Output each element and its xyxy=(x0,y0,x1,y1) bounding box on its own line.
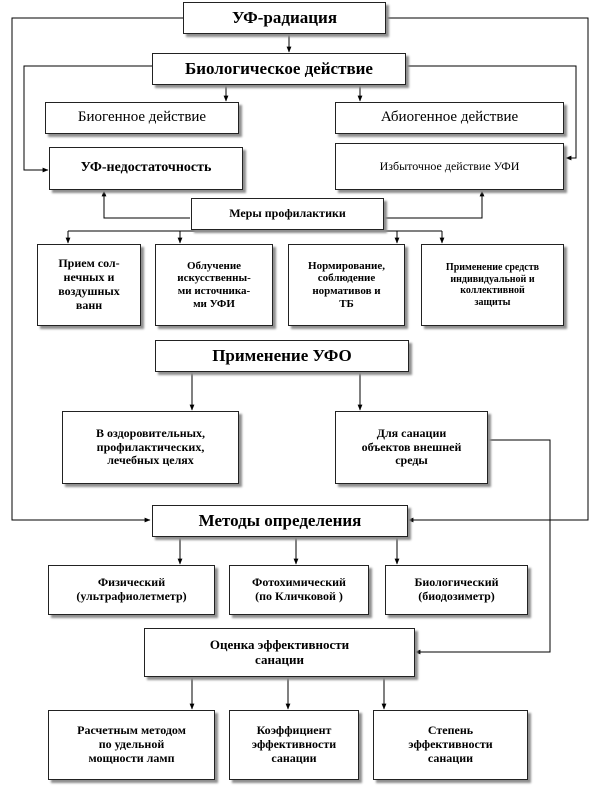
node-protection-means: Применение средств индивидуальной и колл… xyxy=(421,244,564,326)
node-calc-method: Расчетным методом по удельной мощности л… xyxy=(48,710,215,780)
node-regulation-label: Нормирование, соблюдение нормативов и ТБ xyxy=(308,259,385,310)
node-calc-method-label: Расчетным методом по удельной мощности л… xyxy=(77,723,186,765)
node-excess-uv-label: Избыточное действие УФИ xyxy=(379,158,520,173)
node-uv-deficiency: УФ-недостаточность xyxy=(49,147,243,190)
node-sanitation-label: Для санации объектов внешней среды xyxy=(361,425,462,468)
link-bio-to-deficiency xyxy=(23,65,152,173)
node-efficiency-label: Оценка эффективности санации xyxy=(209,636,350,667)
node-biological-action: Биологическое действие xyxy=(152,53,406,85)
node-uv-deficiency-label: УФ-недостаточность xyxy=(80,160,212,176)
node-biogenic-action: Биогенное действие xyxy=(45,102,239,134)
link-bio-to-excess xyxy=(406,65,577,161)
node-coefficient-label: Коэффициент эффективности санации xyxy=(251,723,337,765)
node-physical: Физический (ультрафиолетметр) xyxy=(48,565,215,615)
node-biological-label: Биологический (биодозиметр) xyxy=(414,575,499,603)
node-artificial-sources: Облучение искусственны- ми источника- ми… xyxy=(155,244,273,326)
node-uv-application-label: Применение УФО xyxy=(212,346,352,366)
node-degree-label: Степень эффективности санации xyxy=(408,723,493,765)
node-physical-label: Физический (ультрафиолетметр) xyxy=(76,575,187,603)
node-uv-radiation-label: УФ-радиация xyxy=(231,8,338,28)
link-sanitation-to-efficiency xyxy=(414,439,551,655)
node-artificial-sources-label: Облучение искусственны- ми источника- ми… xyxy=(177,259,251,310)
node-prevention-label: Меры профилактики xyxy=(229,206,346,221)
node-biological-action-label: Биологическое действие xyxy=(185,59,373,79)
node-uv-radiation: УФ-радиация xyxy=(183,2,386,34)
node-sanitation: Для санации объектов внешней среды xyxy=(335,411,488,484)
node-methods: Методы определения xyxy=(152,505,408,537)
link-prevention-to-deficiency xyxy=(101,190,190,219)
link-uv-to-methods-left xyxy=(11,17,183,523)
link-uv-to-methods-right xyxy=(386,17,589,523)
node-efficiency: Оценка эффективности санации xyxy=(144,628,415,677)
node-methods-label: Методы определения xyxy=(198,511,362,531)
node-biogenic-action-label: Биогенное действие xyxy=(77,109,207,126)
node-uv-application: Применение УФО xyxy=(155,340,409,372)
node-biological: Биологический (биодозиметр) xyxy=(385,565,528,615)
node-abiogenic-action: Абиогенное действие xyxy=(335,102,564,134)
node-photochemical: Фотохимический (по Кличковой ) xyxy=(229,565,369,615)
node-protection-means-label: Применение средств индивидуальной и колл… xyxy=(445,262,540,308)
node-coefficient: Коэффициент эффективности санации xyxy=(229,710,359,780)
node-sun-air-baths: Прием сол- нечных и воздушных ванн xyxy=(37,244,141,326)
node-regulation: Нормирование, соблюдение нормативов и ТБ xyxy=(288,244,405,326)
node-abiogenic-action-label: Абиогенное действие xyxy=(380,109,519,126)
node-photochemical-label: Фотохимический (по Кличковой ) xyxy=(252,575,346,603)
node-degree: Степень эффективности санации xyxy=(373,710,528,780)
node-excess-uv: Избыточное действие УФИ xyxy=(335,143,564,190)
node-health-purposes: В оздоровительных, профилактических, леч… xyxy=(62,411,239,484)
node-prevention: Меры профилактики xyxy=(191,198,384,230)
node-health-purposes-label: В оздоровительных, профилактических, леч… xyxy=(95,425,206,468)
node-sun-air-baths-label: Прием сол- нечных и воздушных ванн xyxy=(58,256,120,312)
link-prevention-to-excess xyxy=(384,190,485,219)
